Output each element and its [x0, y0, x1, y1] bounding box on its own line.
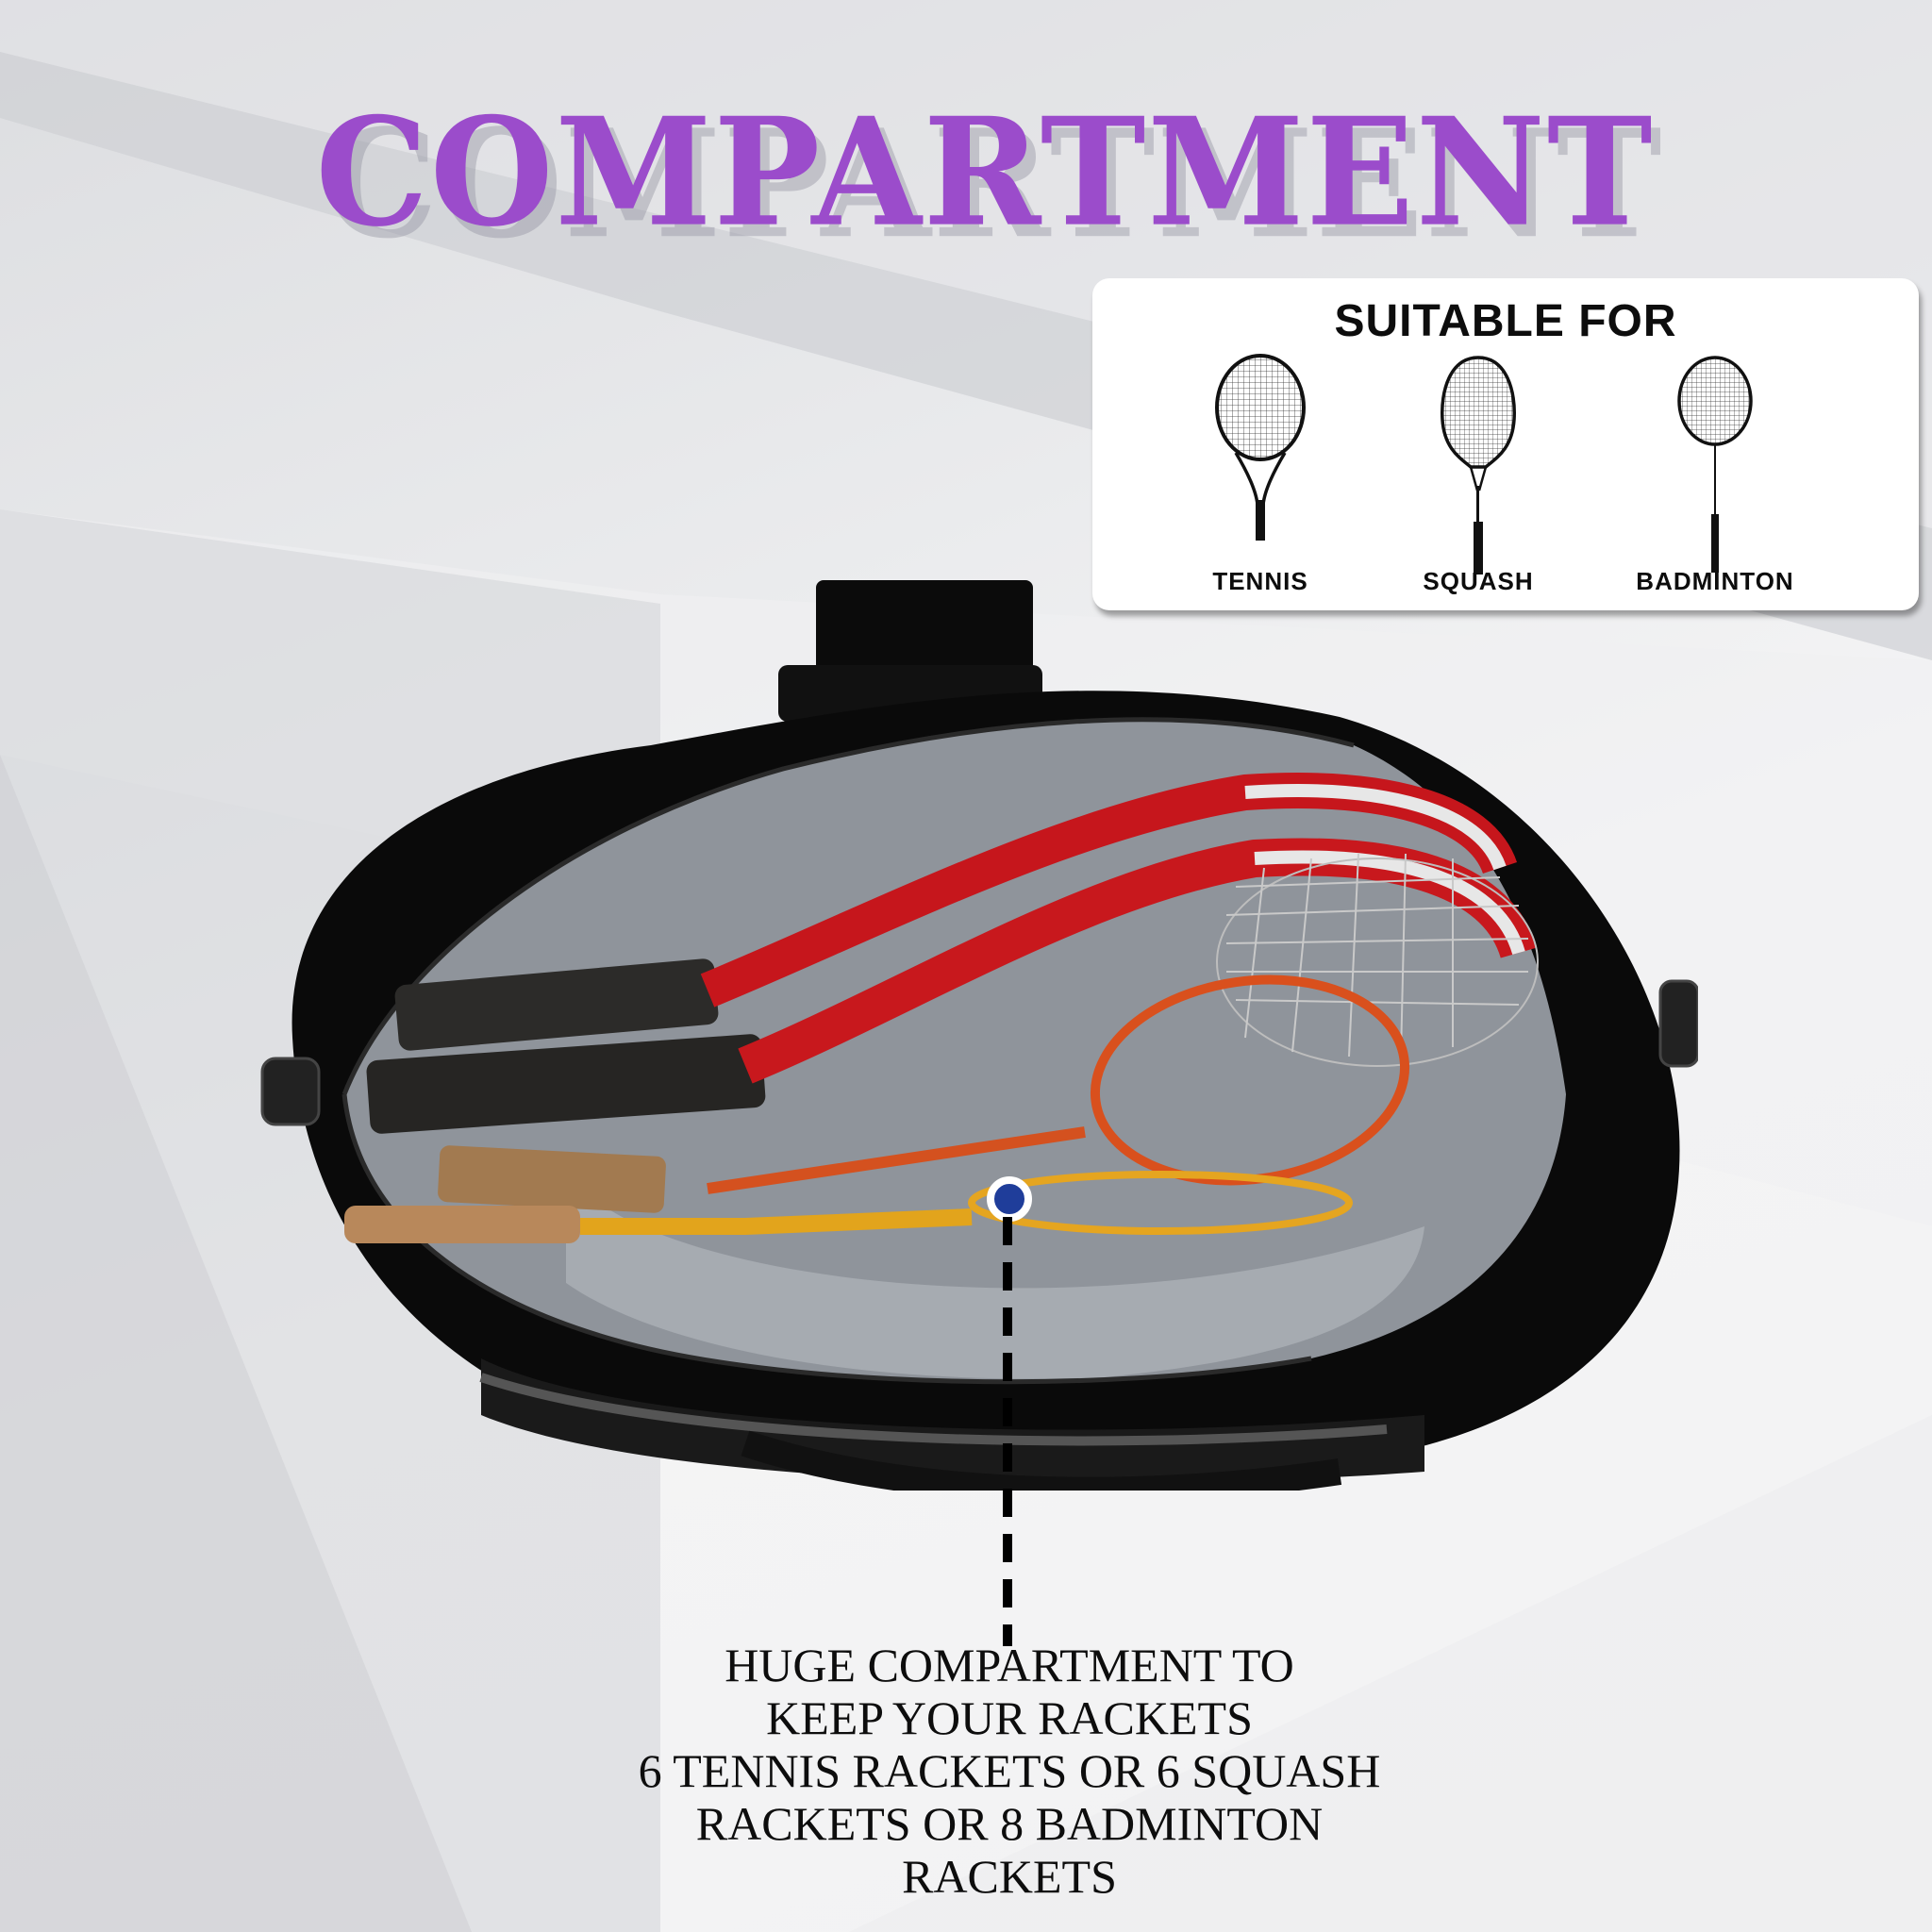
- callout-dashed-line: [1003, 1217, 1012, 1646]
- sport-label-squash: SQUASH: [1423, 567, 1534, 595]
- suitable-for-card: SUITABLE FOR TENNIS SQUASH: [1092, 278, 1919, 610]
- racket-bag-illustration: [260, 580, 1700, 1504]
- sport-badminton: BADMINTON: [1621, 354, 1809, 604]
- description-line-4: RACKETS OR 8 BADMINTON: [695, 1797, 1324, 1850]
- sport-squash: SQUASH: [1384, 354, 1573, 604]
- description-line-2: KEEP YOUR RACKETS: [766, 1691, 1253, 1744]
- description-line-1: HUGE COMPARTMENT TO: [724, 1639, 1294, 1691]
- badminton-racket-icon: [1677, 356, 1753, 573]
- sport-tennis: TENNIS: [1166, 354, 1355, 604]
- squash-racket-icon: [1441, 356, 1516, 575]
- sport-label-tennis: TENNIS: [1212, 567, 1308, 595]
- description-line-5: RACKETS: [902, 1850, 1117, 1903]
- page-title: COMPARTMENT: [315, 85, 1655, 260]
- card-heading: SUITABLE FOR: [1334, 296, 1677, 346]
- sport-label-badminton: BADMINTON: [1636, 567, 1794, 595]
- callout-marker-dot: [987, 1176, 1032, 1222]
- tennis-racket-icon: [1215, 354, 1306, 541]
- description-line-3: 6 TENNIS RACKETS OR 6 SQUASH: [638, 1744, 1381, 1797]
- compartment-description: HUGE COMPARTMENT TO KEEP YOUR RACKETS 6 …: [528, 1639, 1491, 1903]
- product-photo-racket-bag: [255, 566, 1700, 1504]
